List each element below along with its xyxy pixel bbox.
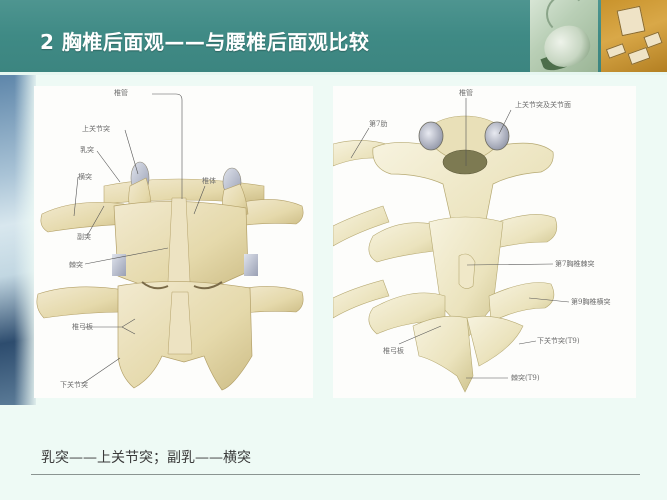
decorative-side-strip	[0, 75, 36, 405]
label-inferior-articular-process: 下关节突	[60, 381, 88, 389]
label-inferior-articular-process-t9: 下关节突(T9)	[537, 337, 580, 345]
key-shape	[627, 46, 651, 66]
label-transverse-process: 横突	[78, 173, 92, 181]
thoracic-vertebrae-illustration	[333, 98, 570, 393]
computer-mouse-photo	[530, 0, 598, 72]
thoracic-vertebrae-figure: 椎管 上关节突及关节面 第7肋 第7胸椎棘突 第9胸椎横突 下关节突(T9) 椎…	[333, 86, 636, 398]
label-lamina: 椎弓板	[72, 323, 93, 331]
label-mammillary-process: 乳突	[80, 146, 94, 154]
mouse-cord-shape	[546, 0, 586, 34]
key-shape	[616, 5, 646, 37]
bottom-divider	[31, 474, 640, 475]
lumbar-vertebrae-illustration	[36, 93, 304, 391]
slide-header: 2 胸椎后面观——与腰椎后面观比较	[0, 0, 667, 72]
label-vertebral-body: 椎体	[202, 177, 216, 185]
label-superior-articular-facet: 上关节突及关节面	[515, 101, 571, 109]
label-spinous-process: 棘突	[69, 261, 83, 269]
label-accessory-process: 副突	[77, 233, 91, 241]
key-shape	[643, 31, 663, 49]
label-spinous-process-t9: 棘突(T9)	[511, 374, 540, 382]
keyboard-keys-photo	[601, 0, 667, 72]
label-lamina: 椎弓板	[383, 347, 404, 355]
header-separator	[0, 72, 667, 75]
label-t7-spinous-process: 第7胸椎棘突	[555, 260, 595, 268]
slide-caption: 乳突——上关节突；副乳——横突	[41, 450, 251, 466]
slide-title: 2 胸椎后面观——与腰椎后面观比较	[40, 30, 370, 54]
label-t9-transverse-process: 第9胸椎横突	[571, 298, 611, 306]
label-vertebral-canal: 椎管	[114, 89, 128, 97]
lumbar-vertebrae-figure: 椎管 上关节突 乳突 横突 椎体 副突 棘突 椎弓板 下关节突	[34, 86, 313, 398]
label-rib-7: 第7肋	[369, 120, 388, 128]
label-superior-articular-process: 上关节突	[82, 125, 110, 133]
key-shape	[605, 43, 627, 59]
label-vertebral-canal: 椎管	[459, 89, 473, 97]
